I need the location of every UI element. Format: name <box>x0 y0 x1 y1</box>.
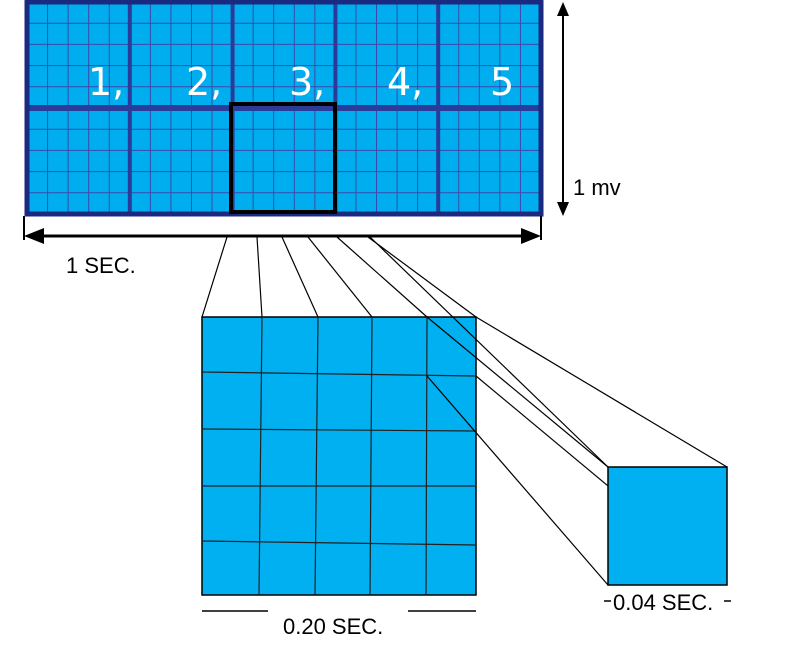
box-label-2: 2, <box>186 60 222 104</box>
magnified-large-box <box>201 316 477 596</box>
height-arrow-head-top <box>557 2 569 16</box>
width-arrow-head-right <box>521 228 541 244</box>
small-box-width-label: 0.04 SEC. <box>613 590 713 615</box>
box-label-4: 4, <box>387 60 423 104</box>
height-label: 1 mv <box>573 175 621 200</box>
magnified-large-grid <box>201 316 477 596</box>
height-arrow-head-bottom <box>557 202 569 216</box>
selected-large-box <box>229 102 337 214</box>
width-arrow <box>23 216 542 244</box>
ecg-strip <box>24 0 544 217</box>
height-arrow <box>557 2 569 216</box>
box-label-5: 5 <box>490 60 514 104</box>
width-label: 1 SEC. <box>66 253 136 278</box>
box-label-3: 3, <box>289 60 325 104</box>
width-arrow-head-left <box>24 228 44 244</box>
projection-lines-large <box>201 236 477 318</box>
large-box-width-label: 0.20 SEC. <box>283 614 383 639</box>
magnified-small-box <box>607 466 728 586</box>
box-label-1: 1, <box>88 60 124 104</box>
